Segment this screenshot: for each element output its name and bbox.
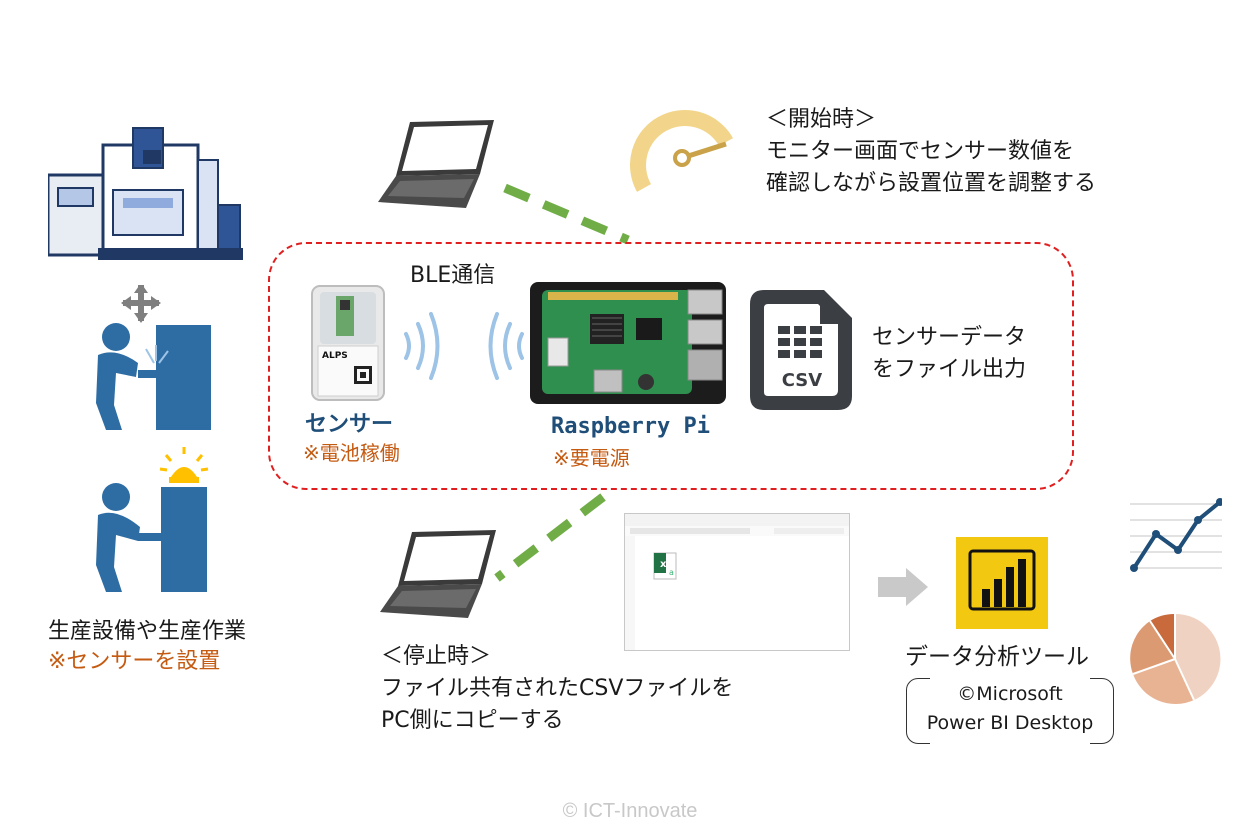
analysis-tool-credit: ©Microsoft Power BI Desktop [906,680,1114,738]
raspberry-name: Raspberry Pi [551,414,710,439]
machine-tool-icon [48,127,243,260]
sensor-name: センサー [305,412,394,437]
csv-label: CSV [782,370,823,391]
wireless-signal-icon-left [488,312,524,380]
pie-chart-icon [1130,613,1221,705]
analysis-tool-title: データ分析ツール [905,644,1089,670]
svg-text:x: x [660,559,667,570]
sensor-device-image: ALPS [311,285,385,401]
arrow-right-icon [878,568,928,606]
raspberry-pi-image [530,282,726,404]
laptop-icon-bottom [380,530,496,618]
file-explorer-window-image: x a [624,513,850,651]
sensor-system-frame [268,242,1074,490]
stop-link-line [494,493,606,582]
watermark: © ICT-Innovate [562,800,698,822]
worker-with-alarm-icon [96,447,209,592]
left-caption-line1: 生産設備や生産作業 [48,619,247,644]
wireless-signal-icon-right [404,312,440,380]
start-note-line2: 確認しながら設置位置を調整する [766,171,1097,196]
line-chart-icon [1130,498,1222,572]
sensor-brand: ALPS [322,351,348,361]
laptop-icon-top [378,120,494,208]
start-link-line [503,183,630,245]
sensor-note: ※電池稼働 [303,441,400,465]
stop-note-title: ＜停止時＞ [381,644,492,669]
left-caption-line2: ※センサーを設置 [48,649,221,674]
analysis-tool-product: Power BI Desktop [926,712,1094,734]
stop-note-line2: PC側にコピーする [381,708,564,733]
analysis-tool-copyright: ©Microsoft [957,683,1063,705]
power-bi-logo [956,537,1048,629]
csv-output-line2: をファイル出力 [872,357,1027,382]
csv-output-line1: センサーデータ [872,325,1027,350]
svg-text:a: a [669,568,674,577]
stop-note-line1: ファイル共有されたCSVファイルを [381,676,734,701]
start-note-title: ＜開始時＞ [766,107,877,132]
start-note-line1: モニター画面でセンサー数値を [766,139,1075,164]
gauge-icon [630,110,733,192]
csv-file-icon: CSV [750,290,852,410]
raspberry-note: ※要電源 [553,446,630,470]
worker-operating-machine-icon [96,285,211,430]
ble-label: BLE通信 [410,263,496,288]
